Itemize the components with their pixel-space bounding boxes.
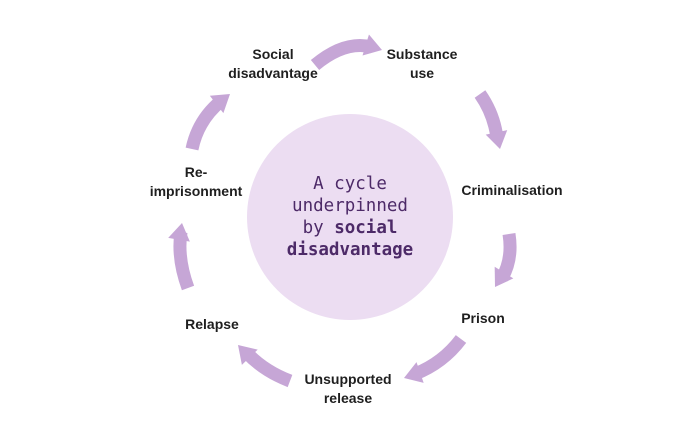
center-title-line1: A cycle [313, 174, 387, 194]
center-title-line3: by social [302, 218, 398, 238]
center-title-line4: disadvantage [286, 240, 414, 260]
arrow-substance-to-criminalisation-icon [474, 90, 508, 149]
arrow-prison-to-unsupported-release-icon [404, 334, 467, 383]
arrow-social-to-substance-icon [310, 34, 382, 71]
label-prison: Prison [461, 310, 505, 326]
label-relapse: Relapse [185, 316, 239, 332]
label-re-imprisonment: Re- imprisonment [149, 164, 243, 199]
center-title-line2: underpinned [292, 196, 408, 216]
arrow-criminalisation-to-prison-icon [494, 232, 517, 287]
arrow-relapse-to-re-imprisonment-icon [168, 223, 195, 291]
label-substance-use: Substance use [386, 46, 458, 81]
center-title: A cycle underpinned by social disadvanta… [287, 173, 413, 261]
label-social-disadvantage: Social disadvantage [228, 46, 318, 81]
label-criminalisation: Criminalisation [461, 182, 563, 198]
center-circle: A cycle underpinned by social disadvanta… [247, 114, 453, 320]
label-unsupported-release: Unsupported release [304, 371, 392, 406]
arrow-re-imprisonment-to-social-icon [185, 94, 230, 151]
arrow-unsupported-release-to-relapse-icon [238, 345, 293, 388]
